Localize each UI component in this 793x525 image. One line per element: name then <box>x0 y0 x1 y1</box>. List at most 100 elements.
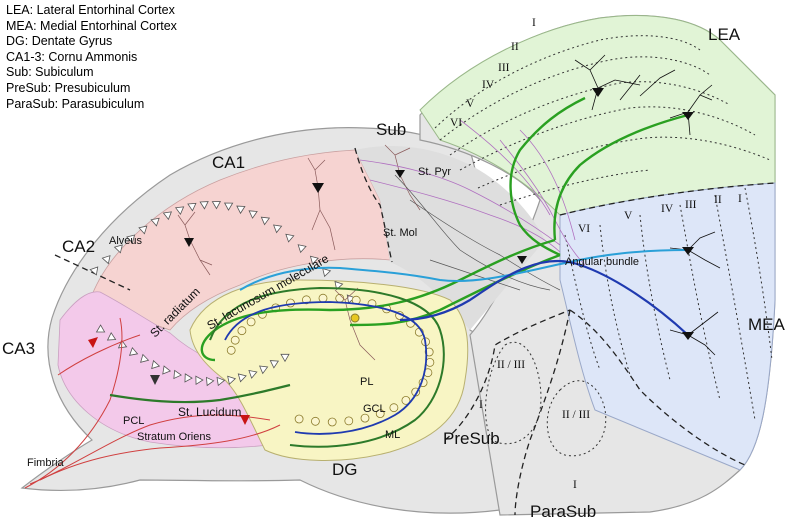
legend-item-presub: PreSub: Presubiculum <box>6 80 131 95</box>
ca1-pyramidal-layer <box>89 201 356 304</box>
svg-text:IV: IV <box>482 79 495 91</box>
pyramidal-cell <box>113 244 123 254</box>
lea-mea-dendrites <box>574 54 721 356</box>
pyramidal-cell <box>128 346 139 356</box>
pyramidal-cell <box>273 224 283 234</box>
svg-text:I: I <box>738 193 742 205</box>
granule-cell <box>237 326 247 336</box>
label-sub: Sub <box>376 120 406 139</box>
label-st-pyr: St. Pyr <box>418 166 451 178</box>
dg-granule-border <box>224 301 428 435</box>
svg-text:VI: VI <box>450 117 462 129</box>
label-st-lucidum: St. Lucidum <box>178 405 241 419</box>
svg-text:VI: VI <box>578 223 590 235</box>
label-alveus: Alveus <box>109 235 143 247</box>
svg-text:I: I <box>532 17 536 29</box>
legend-item-dg: DG: Dentate Gyrus <box>6 34 113 49</box>
pyramidal-cell <box>211 201 222 210</box>
pyramidal-cell <box>174 206 185 216</box>
pyramidal-cell <box>227 375 237 385</box>
region-borders <box>54 147 776 516</box>
entorhinal-layer-lines <box>434 35 773 457</box>
label-dg: DG <box>332 460 358 479</box>
ca3-pyramidal-layer <box>95 324 290 387</box>
pyramidal-cell <box>236 205 246 215</box>
svg-text:IV: IV <box>661 203 674 215</box>
pyramidal-cell <box>297 244 307 254</box>
granule-cell <box>294 414 304 424</box>
pyramidal-cell <box>184 373 193 383</box>
mea-path <box>399 259 689 336</box>
svg-text:V: V <box>466 98 475 110</box>
svg-text:II / III: II / III <box>497 359 525 371</box>
svg-text:I: I <box>479 399 483 411</box>
pyramidal-cell <box>285 233 295 243</box>
pyramidal-cell <box>322 267 332 278</box>
svg-text:II / III: II / III <box>562 409 590 421</box>
pyramidal-cell <box>346 294 356 304</box>
cell-bodies <box>88 88 694 425</box>
pyramidal-cell <box>138 225 148 235</box>
label-angular-bundle: Angular bundle <box>565 256 639 268</box>
legend-item-sub: Sub: Subiculum <box>6 65 94 80</box>
lea-layer-numerals: I II III IV V VI <box>450 17 536 129</box>
pyramidal-cell <box>260 216 271 226</box>
granule-cell <box>327 417 337 427</box>
pyramidal-cell <box>199 201 209 210</box>
label-mea: MEA <box>748 315 786 334</box>
pyramidal-cell <box>95 324 106 333</box>
granule-cell <box>344 416 354 426</box>
pyramidal-cell <box>106 332 117 341</box>
fimbria-fibers <box>24 317 281 489</box>
label-ca3: CA3 <box>2 339 35 358</box>
subiculum-region <box>355 145 545 330</box>
label-pcl: PCL <box>123 415 144 427</box>
pyramidal-cell <box>248 210 258 219</box>
svg-text:V: V <box>624 210 633 222</box>
label-stratum-oriens: Stratum Oriens <box>137 431 211 443</box>
label-ca1: CA1 <box>212 153 245 172</box>
granule-cell <box>425 357 435 367</box>
granule-cell <box>360 413 370 423</box>
legend-item-ca: CA1-3: Cornu Ammonis <box>6 49 138 64</box>
ca1-region <box>91 149 391 331</box>
pyramidal-cell <box>89 266 99 276</box>
pyramidal-cell <box>162 211 172 221</box>
label-ml: ML <box>385 429 400 441</box>
gray-fibers <box>394 174 561 291</box>
pyramidal-cell <box>101 255 111 265</box>
pyramidal-cell <box>309 255 319 265</box>
label-pl: PL <box>360 376 373 388</box>
pyramidal-cell <box>269 360 280 369</box>
pyramidal-cell <box>223 202 234 211</box>
pyramidal-cell <box>117 339 128 349</box>
svg-text:III: III <box>685 199 697 211</box>
mossy-fibers <box>109 383 291 404</box>
legend-item-mea: MEA: Medial Entorhinal Cortex <box>6 18 177 33</box>
mea-layer-numerals: VI V IV III II I <box>578 193 742 235</box>
pyramidal-cell <box>187 202 197 212</box>
label-presub: PreSub <box>443 429 500 448</box>
legend-item-parasub: ParaSub: Parasubiculum <box>6 96 145 111</box>
neuron-dendrites <box>177 144 421 361</box>
granule-cell <box>424 347 434 357</box>
granule-cell <box>226 345 236 355</box>
granule-cell <box>401 395 411 405</box>
pyramidal-cell <box>237 373 247 383</box>
label-gcl: GCL <box>363 403 386 415</box>
pyramidal-cell <box>126 234 136 244</box>
granule-cell <box>318 293 328 303</box>
granule-cell <box>335 293 345 303</box>
svg-text:II: II <box>511 41 519 53</box>
region-labels: CA1 CA2 CA3 DG Sub LEA MEA PreSub ParaSu… <box>2 25 786 521</box>
pyramidal-cell <box>216 376 226 387</box>
pyramidal-cell <box>140 353 150 363</box>
label-fimbria: Fimbria <box>27 457 65 469</box>
granule-cell <box>230 335 240 345</box>
pyramidal-cell <box>162 365 172 375</box>
pyramidal-cell <box>150 217 160 227</box>
svg-text:I: I <box>573 479 577 491</box>
pyramidal-cell <box>151 359 161 370</box>
svg-text:III: III <box>498 62 510 74</box>
